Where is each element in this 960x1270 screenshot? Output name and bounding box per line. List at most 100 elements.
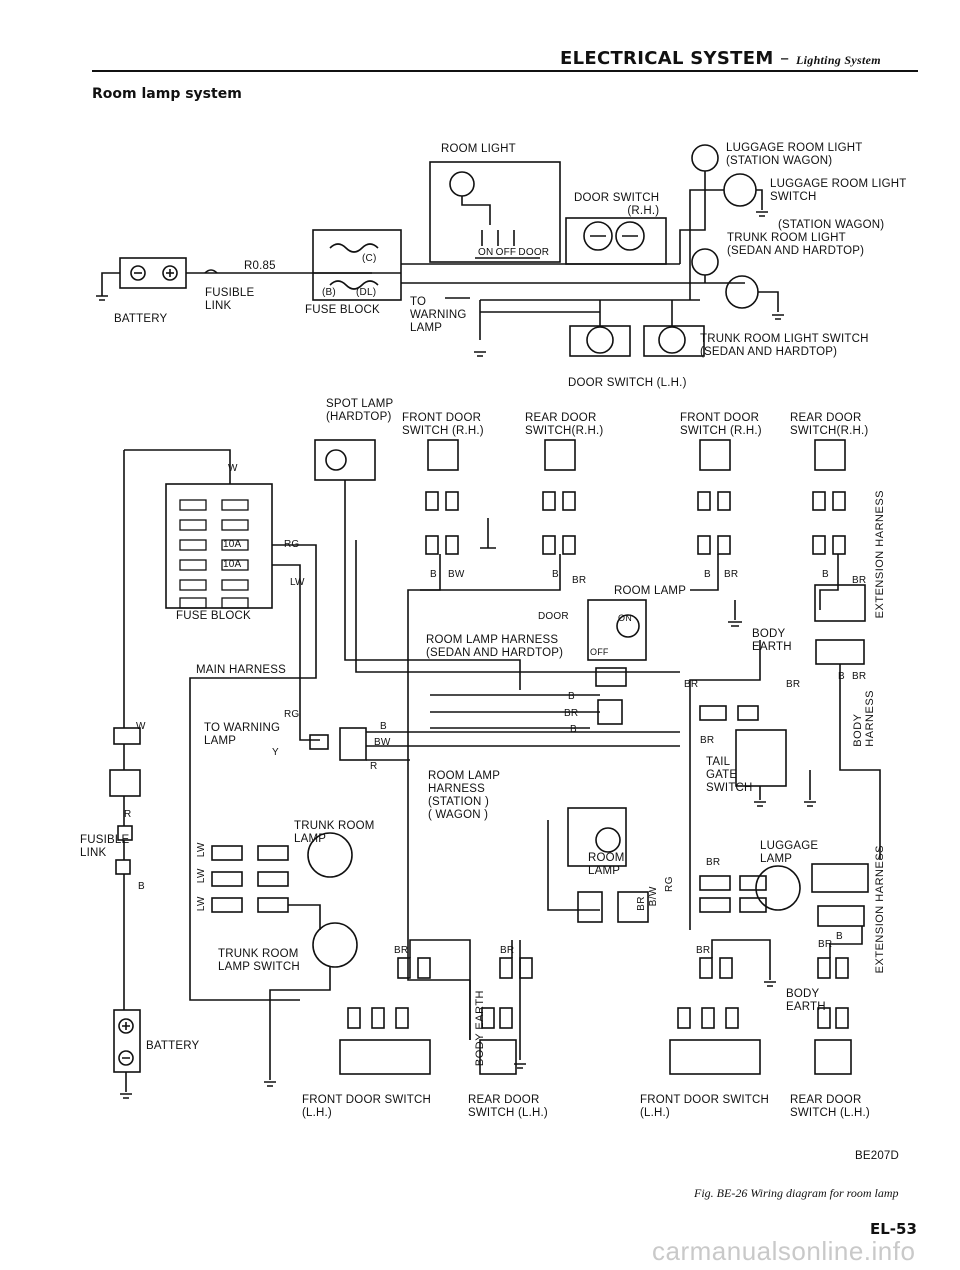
label-on-bottom: ON xyxy=(618,613,632,623)
label-door: DOOR xyxy=(518,247,550,258)
room-light-switch-positions: ON OFF DOOR xyxy=(478,246,549,259)
battery-bottom-body xyxy=(113,1009,141,1073)
trunk-room-lamp-circle xyxy=(307,832,353,878)
label-station-wagon: (STATION WAGON) xyxy=(778,219,885,231)
wire-code-bw-1: BW xyxy=(374,737,391,748)
tail-gate-switch-box xyxy=(735,729,787,787)
header-rule xyxy=(92,70,918,72)
rh-switch-icons xyxy=(425,439,846,555)
luggage-lamp-circle xyxy=(755,865,801,911)
room-lamp-wagon-box xyxy=(567,807,627,867)
label-off: OFF xyxy=(495,247,517,258)
wire-code-br-2: BR xyxy=(724,569,739,580)
label-door-switch-rh: DOOR SWITCH (R.H.) xyxy=(574,192,660,217)
wire-code-br-4: BR xyxy=(564,708,579,719)
door-switch-rh-box xyxy=(565,217,667,265)
label-door-switch-lh: DOOR SWITCH (L.H.) xyxy=(568,377,687,389)
label-c: (C) xyxy=(362,253,377,264)
trunk-switch-box xyxy=(643,325,705,357)
label-room-lamp-wagon: ROOM LAMP xyxy=(588,852,625,877)
label-fuse-block-bottom: FUSE BLOCK xyxy=(176,610,251,622)
label-rear-door-switch-lh-1: REAR DOOR SWITCH (L.H.) xyxy=(468,1094,548,1119)
battery-top-neg-terminal xyxy=(130,265,146,281)
wire-code-br-6: BR xyxy=(786,679,801,690)
label-luggage-room-light: LUGGAGE ROOM LIGHT (STATION WAGON) xyxy=(726,142,863,167)
label-fusible-link-top: FUSIBLE LINK xyxy=(205,287,255,312)
wire-code-rg-vertical: RG xyxy=(664,876,675,892)
label-extension-harness-bottom: EXTENSION HARNESS xyxy=(874,845,886,974)
label-body-earth-2: BODY EARTH xyxy=(786,988,826,1013)
wire-code-b-2: B xyxy=(380,721,387,732)
wire-code-b-5: B xyxy=(704,569,711,580)
label-front-door-switch-lh-1: FRONT DOOR SWITCH (L.H.) xyxy=(302,1094,432,1119)
body-harness-connector xyxy=(815,639,865,665)
label-rear-door-switch-lh-2: REAR DOOR SWITCH (L.H.) xyxy=(790,1094,870,1119)
header-dash: – xyxy=(780,48,790,69)
wire-code-b-6: B xyxy=(822,569,829,580)
label-battery-bottom: BATTERY xyxy=(146,1040,200,1052)
wire-code-lw-v1: LW xyxy=(196,842,207,858)
wire-code-rg-1: RG xyxy=(284,539,300,550)
label-front-door-switch-rh-1: FRONT DOOR SWITCH (R.H.) xyxy=(402,412,484,437)
section-title: Room lamp system xyxy=(92,86,242,102)
label-luggage-room-light-switch: LUGGAGE ROOM LIGHT SWITCH xyxy=(770,178,907,203)
wire-code-b-8: B xyxy=(570,724,577,735)
label-fuse-block-top: FUSE BLOCK xyxy=(305,304,380,316)
label-on: ON xyxy=(478,247,494,258)
figure-code: BE207D xyxy=(855,1150,900,1162)
label-room-light: ROOM LIGHT xyxy=(441,143,516,155)
wire-code-br-13: BR xyxy=(818,939,833,950)
label-rear-door-switch-rh-1: REAR DOOR SWITCH(R.H.) xyxy=(525,412,604,437)
label-to-warning-lamp-top: TO WARNING LAMP xyxy=(410,296,467,334)
wire-code-b-7: B xyxy=(568,691,575,702)
trunk-room-lamp-switch-circle xyxy=(312,922,358,968)
label-rear-door-switch-rh-2: REAR DOOR SWITCH(R.H.) xyxy=(790,412,869,437)
label-room-lamp-harness-sedan: ROOM LAMP HARNESS (SEDAN AND HARDTOP) xyxy=(426,634,564,659)
label-room-lamp-harness-wagon: ROOM LAMP HARNESS (STATION ) ( WAGON ) xyxy=(428,770,501,821)
label-extension-harness-top: EXTENSION HARNESS xyxy=(874,490,886,619)
label-trunk-room-light: TRUNK ROOM LIGHT (SEDAN AND HARDTOP) xyxy=(727,232,865,257)
wire-code-b-3: B xyxy=(430,569,437,580)
label-tail-gate-switch: TAIL GATE SWITCH xyxy=(706,756,753,794)
header-title: ELECTRICAL SYSTEM – Lighting System xyxy=(560,48,881,69)
label-fusible-link-bottom: FUSIBLE LINK xyxy=(80,834,130,859)
fuse-block-bottom xyxy=(165,483,273,609)
label-off-bottom: OFF xyxy=(590,647,609,657)
label-main-harness: MAIN HARNESS xyxy=(196,664,286,676)
wire-code-br-1: BR xyxy=(572,575,587,586)
page-number: EL-53 xyxy=(870,1220,917,1238)
wire-code-br-8: BR xyxy=(700,735,715,746)
label-trunk-room-lamp-switch: TRUNK ROOM LAMP SWITCH xyxy=(218,948,300,973)
label-body-harness: BODY HARNESS xyxy=(852,690,876,747)
wire-code-y: Y xyxy=(272,747,279,758)
wire-code-rg-2: RG xyxy=(284,709,300,720)
wire-code-lw: LW xyxy=(290,577,305,588)
wire-code-lw-v3: LW xyxy=(196,896,207,912)
wire-code-br-12: BR xyxy=(696,945,711,956)
watermark: carmanualsonline.info xyxy=(652,1236,916,1266)
label-luggage-lamp: LUGGAGE LAMP xyxy=(760,840,819,865)
wire-code-r-2: R xyxy=(370,761,378,772)
wire-code-br-9: BR xyxy=(706,857,721,868)
label-body-earth-1: BODY EARTH xyxy=(752,628,792,653)
wire-code-br-vertical: BR xyxy=(636,896,647,911)
wire-code-br-10: BR xyxy=(394,945,409,956)
wire-code-br-3: BR xyxy=(852,575,867,586)
header-subtitle: Lighting System xyxy=(796,53,881,67)
label-body-earth-vertical: BODY EARTH xyxy=(474,990,486,1067)
wire-code-bw-2: BW xyxy=(448,569,465,580)
label-to-warning-lamp-bottom: TO WARNING LAMP xyxy=(204,722,281,747)
wire-code-b-9: B xyxy=(838,671,845,682)
fuse-block-top xyxy=(312,229,402,301)
wire-code-w-2: W xyxy=(136,721,146,732)
figure-caption: Fig. BE-26 Wiring diagram for room lamp xyxy=(694,1186,899,1200)
wire-code-bw-vertical: B/W xyxy=(648,886,659,907)
label-trunk-room-light-switch: TRUNK ROOM LIGHT SWITCH (SEDAN AND HARDT… xyxy=(700,333,869,358)
header-title-text: ELECTRICAL SYSTEM xyxy=(560,48,774,69)
wire-code-br-5: BR xyxy=(684,679,699,690)
wire-code-w-1: W xyxy=(228,463,238,474)
spot-lamp-box xyxy=(314,439,376,481)
label-trunk-room-lamp: TRUNK ROOM LAMP xyxy=(294,820,375,845)
